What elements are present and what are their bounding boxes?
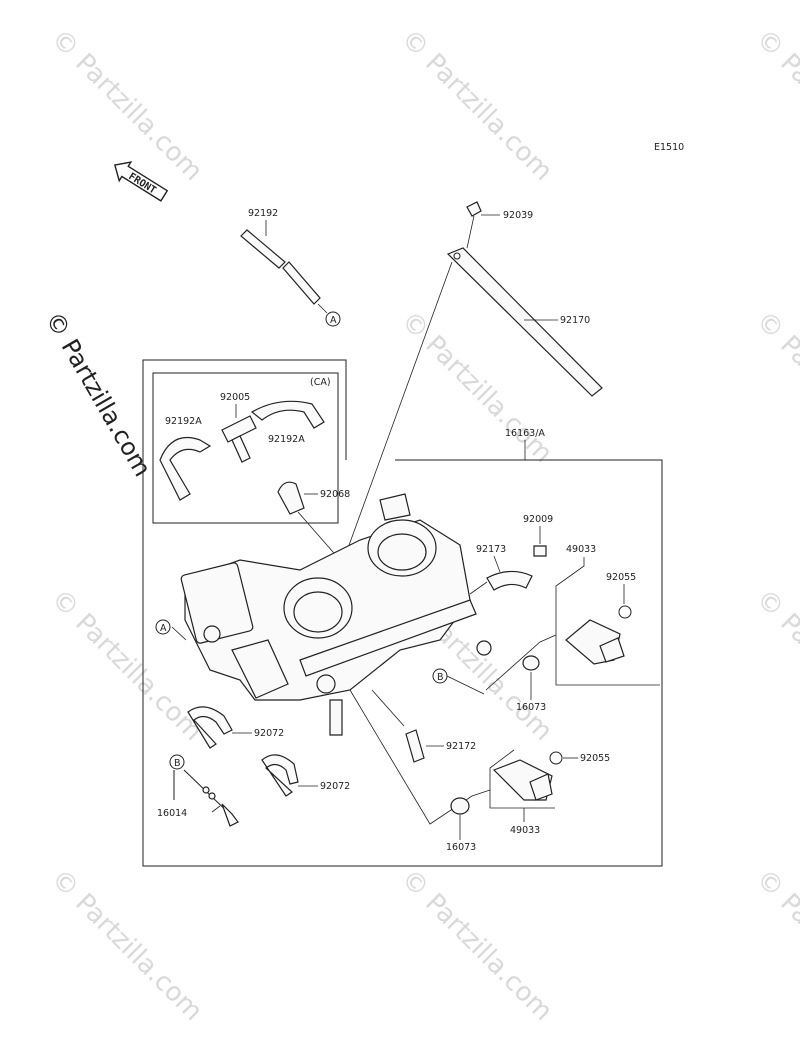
label-49033-bottom: 49033: [510, 825, 540, 836]
label-92192a-right: 92192A: [268, 434, 305, 445]
watermark: © Partzilla.com: [750, 864, 800, 1027]
throttle-body: [171, 493, 492, 736]
label-92072-bottom: 92072: [320, 781, 350, 792]
watermark: © Partzilla.com: [750, 306, 800, 469]
clamp-92072-top: 92072: [187, 706, 284, 749]
partzilla-watermark: © Partzilla.com: [40, 307, 157, 481]
ref-b-label: B: [437, 672, 444, 683]
ref-b-kit-label: B: [174, 758, 181, 769]
strap-92170: 92039 92170: [339, 201, 603, 571]
label-92055-bottom: 92055: [580, 753, 610, 764]
ca-hoses: 92005 92192A 92192A: [159, 392, 325, 501]
label-92039: 92039: [503, 210, 533, 221]
watermark: © Partzilla.com: [45, 584, 208, 747]
label-16163a: 16163/A: [505, 428, 545, 439]
cap-92068: 92068: [277, 481, 350, 561]
label-16073-bottom: 16073: [446, 842, 476, 853]
label-92055-top: 92055: [606, 572, 636, 583]
front-arrow-icon: FRONT: [113, 161, 169, 202]
watermark: © Partzilla.com: [395, 864, 558, 1027]
label-92172: 92172: [446, 741, 476, 752]
watermark: © Partzilla.com: [750, 24, 800, 187]
label-92068: 92068: [320, 489, 350, 500]
watermark: © Partzilla.com: [750, 584, 800, 747]
ref-a-label: A: [330, 315, 337, 326]
watermark: © Partzilla.com: [395, 24, 558, 187]
ca-label: (CA): [310, 377, 331, 388]
label-16014: 16014: [157, 808, 187, 819]
label-92192: 92192: [248, 208, 278, 219]
watermark: © Partzilla.com: [45, 864, 208, 1027]
label-92173: 92173: [476, 544, 506, 555]
injector-group-top: 49033 92055 16073: [485, 544, 660, 713]
ref-a-inner-label: A: [160, 623, 167, 634]
label-92072-top: 92072: [254, 728, 284, 739]
ca-subbox: [152, 372, 339, 524]
assembly-frame: [142, 359, 663, 867]
diagram-code: E1510: [654, 142, 684, 153]
label-92009: 92009: [523, 514, 553, 525]
label-92192a-left: 92192A: [165, 416, 202, 427]
bolt-92172: 92172: [371, 689, 476, 763]
kit-16014: B 16014: [157, 754, 239, 827]
label-92005: 92005: [220, 392, 250, 403]
clamp-92072-bottom: 92072: [261, 754, 350, 797]
label-92170: 92170: [560, 315, 590, 326]
injector-group-bottom: 92055 49033 16073: [349, 689, 610, 853]
ref-a-callout: [155, 619, 171, 635]
hose-92192: 92192 A: [240, 208, 341, 327]
label-49033-top: 49033: [566, 544, 596, 555]
bracket-92173: 92009 92173: [469, 514, 553, 595]
label-16073-top: 16073: [516, 702, 546, 713]
